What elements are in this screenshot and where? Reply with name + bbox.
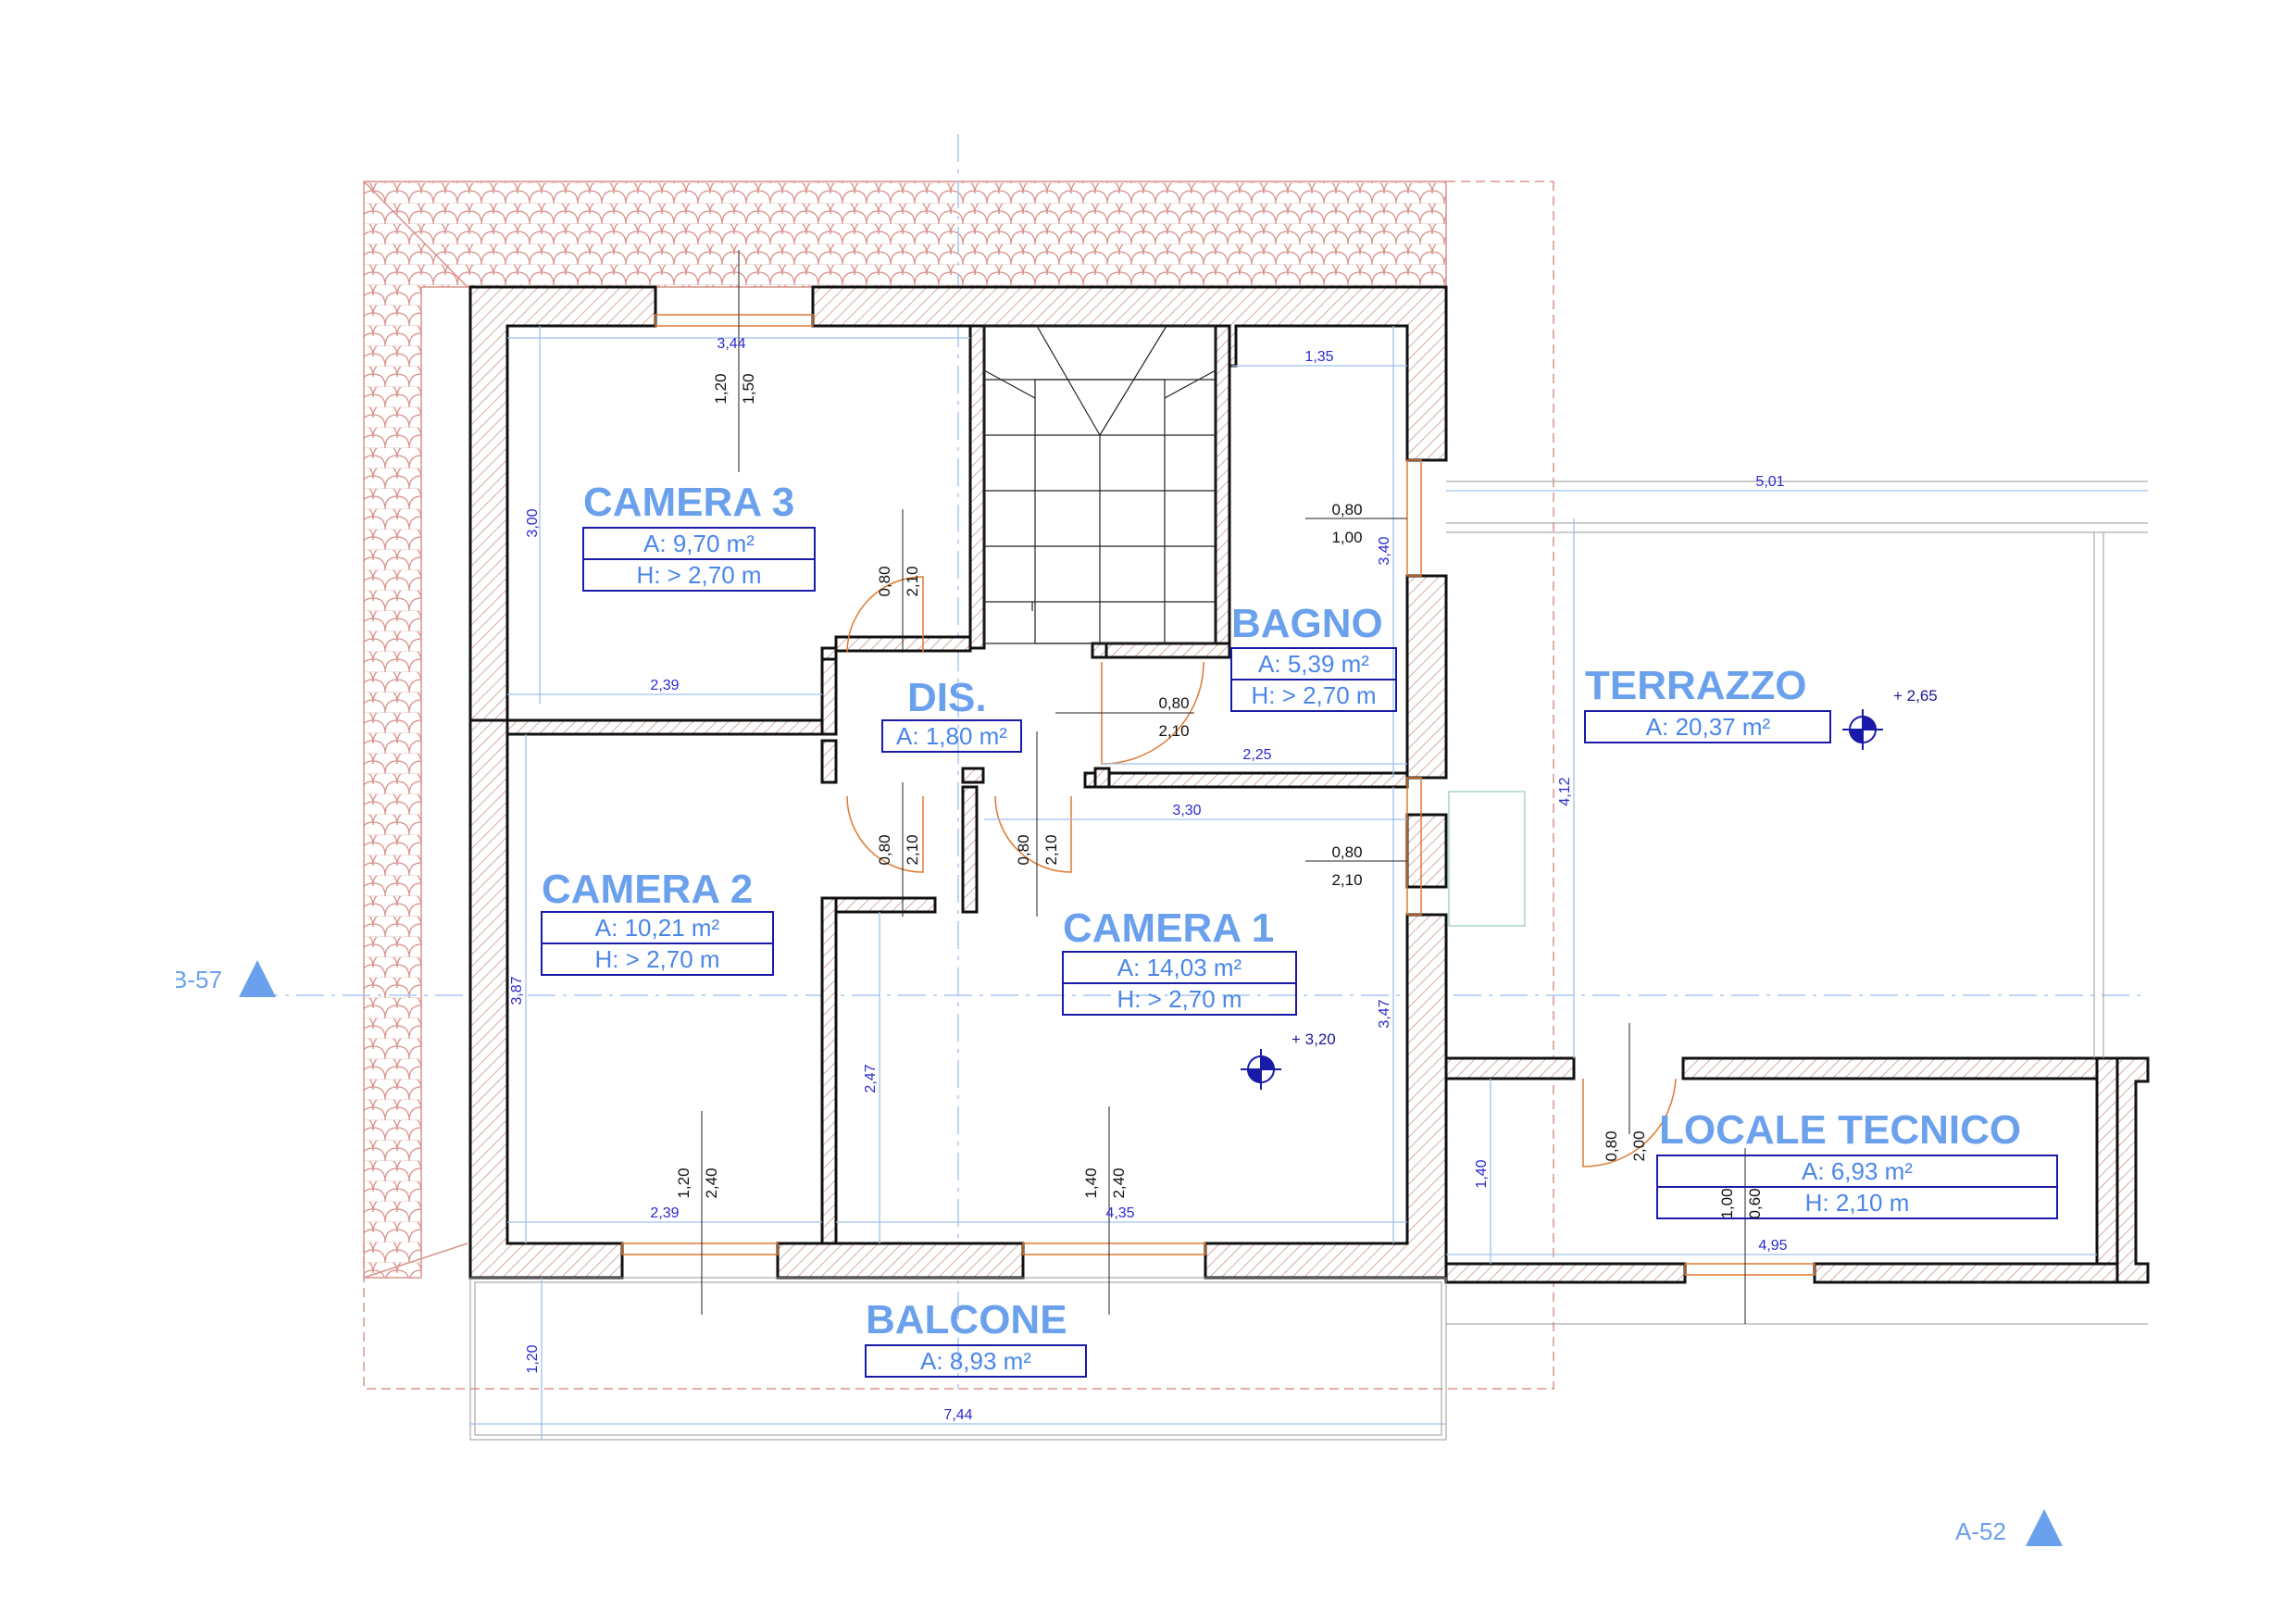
room-camera2: CAMERA 2 A: 10,21 m² H: > 2,70 m — [541, 867, 774, 976]
bagno-height: H: > 2,70 m — [1251, 681, 1376, 709]
section-marker-left: B-57 — [171, 960, 276, 997]
dim-terrazzo-width: 5,01 — [1755, 474, 1784, 490]
c1-door-h: 2,10 — [1042, 834, 1060, 865]
camera3-name: CAMERA 3 — [583, 480, 794, 525]
dim-balcone-width: 7,44 — [943, 1407, 972, 1423]
room-camera1: CAMERA 1 A: 14,03 m² H: > 2,70 m — [1062, 905, 1297, 1016]
room-dis: DIS. A: 1,80 m² — [881, 675, 1022, 753]
dim-terrazzo-height: 4,12 — [1557, 777, 1573, 805]
dimension-lines — [470, 326, 2148, 1440]
c2-window-h: 2,40 — [703, 1167, 720, 1198]
doors — [846, 576, 1677, 1167]
dis-name: DIS. — [907, 675, 987, 720]
bagno-name: BAGNO — [1231, 601, 1383, 646]
c3-window-h: 1,50 — [740, 373, 757, 404]
c1-window-w: 1,40 — [1082, 1167, 1100, 1198]
locale-tecnico-area: A: 6,93 m² — [1802, 1157, 1913, 1185]
lt-door-w: 0,80 — [1603, 1130, 1620, 1161]
bagno-door-w: 0,80 — [1158, 694, 1189, 712]
camera2-area: A: 10,21 m² — [595, 914, 720, 942]
lt-window-h: 0,60 — [1746, 1188, 1764, 1218]
opening-labels: 1,20 1,50 0,80 1,00 0,80 2,10 0,80 2,10 … — [675, 373, 1764, 1218]
camera1-name: CAMERA 1 — [1063, 905, 1274, 951]
terr-door-h: 2,10 — [1331, 871, 1362, 889]
section-left-label: B-57 — [171, 966, 222, 993]
dim-bagno-height: 3,40 — [1377, 536, 1392, 565]
dimension-labels: 3,44 2,39 3,00 1,35 3,40 2,25 5,01 4,12 … — [509, 336, 1788, 1423]
locale-tecnico-height: H: 2,10 m — [1805, 1189, 1910, 1217]
camera3-area: A: 9,70 m² — [643, 530, 755, 557]
dim-c2-height: 3,87 — [509, 976, 525, 1005]
c3-window-w: 1,20 — [712, 373, 730, 404]
dim-c1-height: 3,47 — [1377, 999, 1392, 1028]
camera1-area: A: 14,03 m² — [1117, 954, 1242, 981]
bagno-window-w: 0,80 — [1331, 501, 1362, 518]
camera2-height: H: > 2,70 m — [594, 945, 719, 973]
room-balcone: BALCONE A: 8,93 m² — [865, 1297, 1087, 1378]
balcone-area: A: 8,93 m² — [920, 1347, 1031, 1375]
dim-c1-width: 3,30 — [1172, 803, 1201, 818]
terrazzo-area: A: 20,37 m² — [1646, 713, 1771, 741]
dim-c1-width-bottom: 4,35 — [1105, 1205, 1134, 1221]
lt-door-h: 2,00 — [1630, 1130, 1648, 1161]
room-terrazzo: TERRAZZO A: 20,37 m² — [1584, 663, 1831, 743]
dim-c3-width-bottom: 2,39 — [650, 678, 679, 693]
camera2-name: CAMERA 2 — [542, 867, 753, 912]
section-right-label: A-52 — [1955, 1517, 2006, 1545]
level-camera1: + 3,20 — [1292, 1030, 1336, 1048]
section-axes — [250, 134, 2148, 1389]
section-right-arrow-icon — [2026, 1509, 2063, 1546]
level-markers — [1241, 709, 1883, 1090]
c2-door-h: 2,10 — [904, 834, 921, 865]
balcone-name: BALCONE — [866, 1297, 1067, 1342]
walls — [468, 285, 2150, 1284]
dim-c3-width: 3,44 — [717, 336, 745, 352]
room-camera3: CAMERA 3 A: 9,70 m² H: > 2,70 m — [582, 480, 816, 592]
room-bagno: BAGNO A: 5,39 m² H: > 2,70 m — [1230, 601, 1397, 712]
c3-door-w: 0,80 — [876, 566, 893, 596]
room-locale-tecnico: LOCALE TECNICO A: 6,93 m² H: 2,10 m — [1656, 1107, 2058, 1219]
section-left-arrow-icon — [239, 960, 276, 997]
c1-door-w: 0,80 — [1015, 834, 1032, 865]
dim-bagno-bottom: 2,25 — [1242, 747, 1271, 763]
dim-bagno-width: 1,35 — [1304, 349, 1333, 365]
terrazzo-name: TERRAZZO — [1585, 663, 1807, 708]
dis-area: A: 1,80 m² — [896, 722, 1007, 750]
terr-door-w: 0,80 — [1331, 843, 1362, 861]
c3-door-h: 2,10 — [904, 566, 921, 596]
section-marker-right: A-52 — [1955, 1509, 2063, 1546]
opening-axes — [701, 250, 1746, 1324]
staircase — [983, 325, 1217, 644]
outer-lines — [469, 481, 2148, 1441]
dim-balcone-depth: 1,20 — [525, 1344, 541, 1373]
camera1-height: H: > 2,70 m — [1117, 985, 1242, 1013]
locale-tecnico-name: LOCALE TECNICO — [1659, 1107, 2021, 1153]
lt-window-w: 1,00 — [1718, 1188, 1736, 1218]
c2-window-w: 1,20 — [675, 1167, 693, 1198]
level-terrazzo: + 2,65 — [1893, 687, 1938, 705]
c1-window-h: 2,40 — [1110, 1167, 1128, 1198]
dim-lt-width: 4,95 — [1758, 1238, 1787, 1254]
bagno-door-h: 2,10 — [1158, 722, 1189, 740]
dim-c3-height: 3,00 — [525, 508, 541, 537]
camera3-height: H: > 2,70 m — [636, 561, 761, 589]
level-labels: + 2,65 + 3,20 — [1292, 687, 1938, 1048]
roof — [363, 181, 1554, 1390]
dim-c1-inner-height: 2,47 — [863, 1064, 879, 1092]
c2-door-w: 0,80 — [876, 834, 893, 865]
bagno-area: A: 5,39 m² — [1258, 650, 1369, 678]
dim-lt-height: 1,40 — [1474, 1159, 1490, 1188]
dim-c2-width-bottom: 2,39 — [650, 1205, 679, 1221]
bagno-window-h: 1,00 — [1331, 529, 1362, 546]
